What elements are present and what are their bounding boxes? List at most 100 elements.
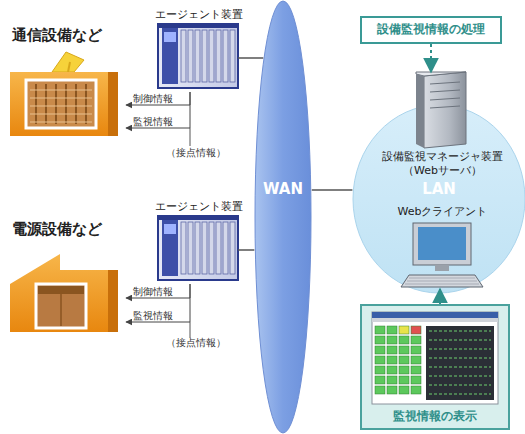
node-label: エージェント装置 — [150, 200, 248, 214]
device-slot — [181, 30, 186, 82]
table-row — [429, 358, 491, 359]
building-shadow — [108, 72, 118, 136]
server-tower — [424, 72, 466, 148]
device-slot — [216, 222, 221, 274]
antenna-mast — [68, 62, 70, 72]
table-row — [429, 340, 491, 341]
status-cell — [399, 386, 409, 394]
monitor-line — [126, 284, 190, 322]
box-outline — [361, 17, 501, 43]
status-cell — [375, 386, 385, 394]
building-body — [10, 254, 118, 332]
status-cell — [411, 376, 421, 384]
status-cell — [399, 346, 409, 354]
status-cell — [399, 366, 409, 374]
network-line — [238, 57, 263, 59]
rack-row — [30, 114, 92, 115]
table-row — [429, 376, 491, 377]
keyboard-row — [407, 281, 477, 282]
server-bay — [430, 106, 460, 108]
device-top — [158, 216, 238, 220]
agent-device: エージェント装置 — [150, 200, 248, 284]
table-row — [429, 385, 491, 386]
device-slot — [195, 30, 200, 82]
keyboard-row — [405, 284, 479, 285]
status-cell — [387, 356, 397, 364]
contact-info-label: （接点情報） — [160, 146, 232, 160]
node-label: LAN — [352, 180, 525, 200]
process-box: 設備監視情報の処理 — [360, 16, 502, 44]
device-slot — [223, 30, 228, 82]
status-cell — [387, 346, 397, 354]
building-body — [10, 72, 118, 136]
agent-device: エージェント装置 — [150, 8, 248, 92]
screenshot-frame — [372, 312, 498, 404]
status-cell — [411, 356, 421, 364]
data-table — [426, 326, 494, 400]
device-slot — [216, 30, 221, 82]
status-cell — [375, 326, 385, 334]
device-slot — [195, 222, 200, 274]
node-label: 監視情報の表示 — [360, 409, 510, 425]
server-bay — [430, 82, 460, 84]
server-bay — [430, 90, 460, 92]
network-line — [312, 189, 353, 191]
device-slot — [209, 222, 214, 274]
edge-label: 制御情報 — [133, 285, 173, 299]
status-cell — [411, 366, 421, 374]
status-cell — [387, 366, 397, 374]
contact-info-label: （接点情報） — [160, 336, 232, 350]
monitor-stand — [435, 265, 449, 271]
table-row — [429, 349, 491, 350]
manager-server: 設備監視マネージャ装置 （Webサーバ） — [380, 72, 505, 174]
rack-row — [30, 122, 92, 123]
status-cell — [375, 346, 385, 354]
screenshot-titlebar — [372, 312, 498, 318]
server-bay — [430, 98, 460, 100]
keyboard-row — [409, 278, 475, 279]
wan-ellipse: WAN — [254, 0, 312, 434]
status-cell — [387, 376, 397, 384]
node-label: WAN — [254, 180, 312, 200]
device-screen — [164, 32, 176, 42]
power-cabinet — [36, 284, 86, 328]
monitor-frame — [413, 223, 471, 265]
screenshot-menubar — [372, 318, 498, 322]
node-label: 通信設備など — [12, 26, 126, 46]
table-row — [429, 367, 491, 368]
control-line — [126, 284, 190, 298]
device-top — [158, 24, 238, 28]
status-cell — [411, 346, 421, 354]
status-cell — [399, 356, 409, 364]
status-cell — [375, 376, 385, 384]
device-slot — [209, 30, 214, 82]
edge-label: 監視情報 — [133, 115, 173, 129]
status-cell — [399, 336, 409, 344]
node-label: Webクライアント — [385, 205, 500, 219]
node-shape — [254, 0, 312, 434]
rack-row — [30, 98, 92, 99]
control-line — [126, 92, 190, 105]
device-slot — [223, 222, 228, 274]
status-cell — [411, 386, 421, 394]
display-arrow — [439, 289, 441, 304]
lan-circle: LAN設備監視マネージャ装置 （Webサーバ）Webクライアント — [352, 104, 525, 294]
rack-row — [30, 90, 92, 91]
wan-ellipse-shape — [255, 1, 311, 433]
status-cell — [399, 326, 409, 334]
status-cell — [387, 336, 397, 344]
building-shadow — [108, 270, 118, 332]
monitor-line — [126, 92, 190, 128]
device-slot — [202, 30, 207, 82]
rack-row — [30, 106, 92, 107]
server-side — [416, 74, 424, 148]
table-row — [429, 331, 491, 332]
web-client: Webクライアント — [385, 205, 500, 289]
device-slot — [230, 30, 235, 82]
keyboard — [401, 275, 483, 287]
node-label: 設備監視情報の処理 — [360, 22, 502, 38]
process-arrow — [430, 44, 432, 72]
contact-wire — [190, 322, 191, 338]
